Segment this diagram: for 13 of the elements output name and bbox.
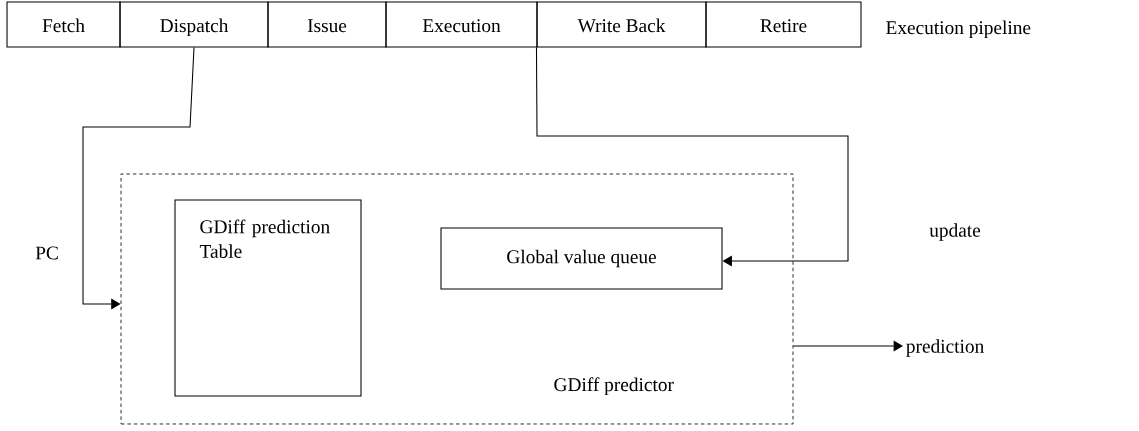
output-text: prediction bbox=[906, 339, 984, 357]
queue-box: Global value queue bbox=[440, 227, 723, 290]
stage-box: Fetch bbox=[6, 1, 121, 48]
edge-label: PC bbox=[34, 245, 60, 261]
table-box: GDiff prediction Table bbox=[174, 199, 362, 397]
stage-box: Issue bbox=[267, 1, 387, 48]
stage-box: Execution bbox=[385, 1, 538, 48]
stage-box: Retire bbox=[705, 1, 862, 48]
edge-label: update bbox=[928, 222, 982, 242]
stage-box: Write Back bbox=[536, 1, 707, 48]
stage-box: Dispatch bbox=[119, 1, 269, 48]
arrow bbox=[535, 47, 849, 267]
pipeline-label: Execution pipeline bbox=[886, 20, 1031, 39]
